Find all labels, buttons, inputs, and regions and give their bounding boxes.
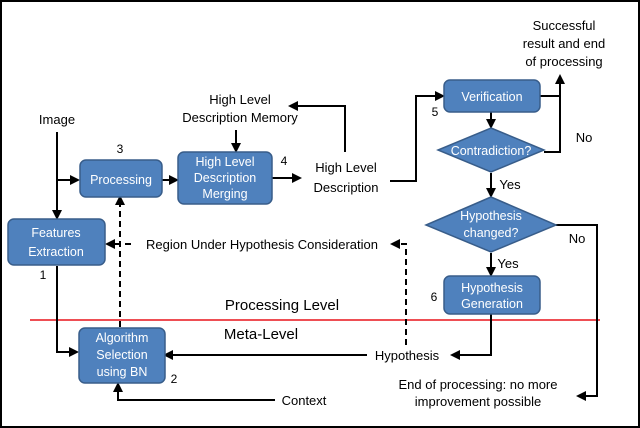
contradiction-label: Contradiction? (451, 144, 532, 158)
end-line-2: improvement possible (415, 394, 541, 409)
image-label: Image (39, 112, 75, 127)
context-label: Context (282, 393, 327, 408)
yes-label-changed: Yes (497, 256, 519, 271)
hypothesis-changed-line-1: Hypothesis (460, 209, 522, 223)
step-number-5: 5 (432, 105, 439, 119)
node-features-extraction: Features Extraction (7, 218, 106, 266)
region-label: Region Under Hypothesis Consideration (146, 237, 378, 252)
node-hypothesis-generation: Hypothesis Generation (443, 275, 541, 315)
arrow-changed-to-end (556, 224, 598, 401)
dashed-arrow-hypothesis-to-region (390, 239, 407, 345)
node-verification: Verification (443, 79, 541, 113)
step-number-1: 1 (40, 268, 47, 282)
arrow-verification-to-success (540, 74, 565, 97)
node-description-merging: High Level Description Merging (177, 151, 273, 205)
processing-label: Processing (90, 173, 152, 187)
algorithm-line-2: Selection (96, 348, 147, 362)
node-processing: Processing (79, 159, 163, 198)
description-line-1: High Level (315, 160, 377, 175)
arrow-context-to-algorithm (113, 382, 275, 401)
arrow-features-to-algorithm (56, 266, 79, 357)
step-number-6: 6 (431, 290, 438, 304)
algorithm-line-3: using BN (97, 365, 148, 379)
success-line-3: of processing (525, 54, 602, 69)
algorithm-line-1: Algorithm (96, 331, 149, 345)
step-number-4: 4 (281, 154, 288, 168)
merging-line-3: Merging (202, 187, 247, 201)
hypothesis-changed-line-2: changed? (464, 226, 519, 240)
description-line-2: Description (313, 180, 378, 195)
features-extraction-line-2: Extraction (28, 245, 84, 259)
hypothesis-label: Hypothesis (375, 348, 440, 363)
processing-level-label: Processing Level (225, 297, 339, 314)
generation-line-2: Generation (461, 297, 523, 311)
node-contradiction-decision: Contradiction? (436, 127, 546, 173)
step-number-3: 3 (117, 142, 124, 156)
arrow-description-to-verification (390, 91, 445, 182)
step-number-2: 2 (171, 372, 178, 386)
node-hypothesis-changed-decision: Hypothesis changed? (424, 196, 558, 253)
arrow-generation-to-hypothesis (450, 314, 492, 360)
generation-line-1: Hypothesis (461, 281, 523, 295)
yes-label-contradiction: Yes (499, 177, 521, 192)
success-line-2: result and end (523, 36, 605, 51)
merging-line-2: Description (194, 171, 257, 185)
node-algorithm-selection: Algorithm Selection using BN (78, 327, 166, 384)
memory-line-1: High Level (209, 92, 271, 107)
arrow-contradiction-no-loop (544, 96, 561, 153)
features-extraction-line-1: Features (31, 226, 80, 240)
connectors (52, 74, 598, 401)
meta-level-label: Meta-Level (224, 326, 298, 343)
end-line-1: End of processing: no more (399, 377, 558, 392)
no-label-contradiction: No (576, 130, 593, 145)
success-line-1: Successful (533, 18, 596, 33)
no-label-changed: No (569, 231, 586, 246)
arrow-description-to-memory (288, 101, 346, 152)
merging-line-1: High Level (195, 155, 254, 169)
verification-label: Verification (461, 90, 522, 104)
memory-line-2: Description Memory (182, 110, 298, 125)
